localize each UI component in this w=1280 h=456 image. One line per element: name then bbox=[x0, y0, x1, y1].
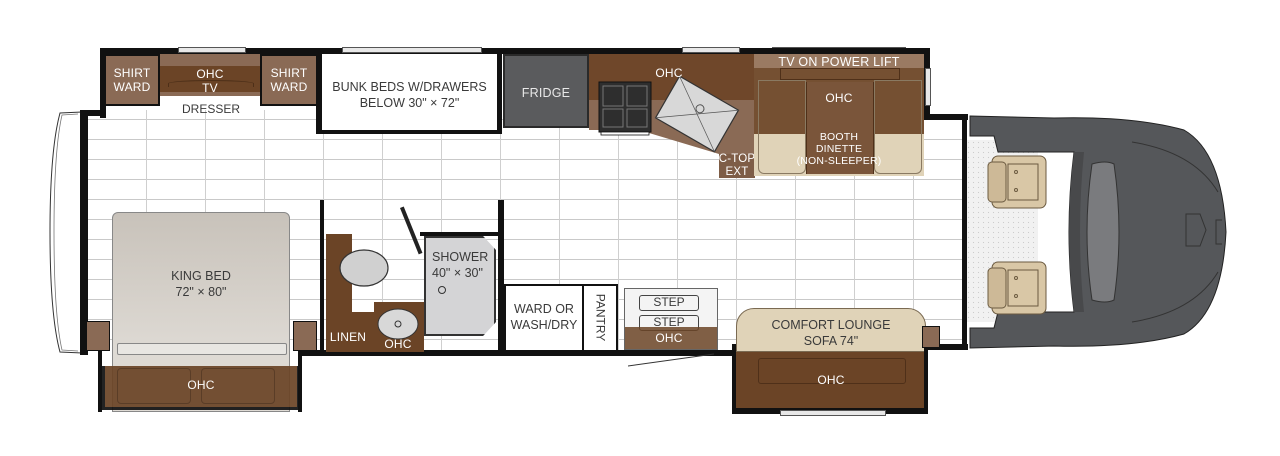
rear-cap bbox=[48, 110, 88, 355]
sofa-line2: SOFA 74" bbox=[803, 334, 859, 348]
ctop-ext-label-2: EXT bbox=[725, 166, 749, 178]
fridge[interactable]: FRIDGE bbox=[503, 54, 589, 128]
linen-label: LINEN bbox=[329, 330, 367, 344]
step-1-label: STEP bbox=[653, 295, 685, 309]
bath-ohc-label: OHC bbox=[384, 337, 412, 351]
front-bottom-wall bbox=[924, 344, 968, 350]
window[interactable] bbox=[342, 47, 482, 53]
bed-ohc-label: OHC bbox=[187, 378, 215, 392]
window[interactable] bbox=[178, 47, 246, 53]
window[interactable] bbox=[925, 68, 931, 106]
top-wall-step bbox=[80, 110, 106, 116]
front-top-step bbox=[924, 114, 968, 120]
king-bed-size: 72" × 80" bbox=[175, 285, 227, 299]
sofa-line1: COMFORT LOUNGE bbox=[771, 318, 891, 332]
dresser-label: DRESSER bbox=[181, 102, 240, 116]
pantry-label: PANTRY bbox=[593, 293, 608, 342]
toilet-area: LINEN OHC bbox=[324, 232, 424, 352]
dinette-line1: BOOTH bbox=[819, 131, 859, 143]
bunk-line2: BELOW 30" × 72" bbox=[359, 96, 460, 110]
ward-line2: WASH/DRY bbox=[510, 318, 578, 332]
sofa-slide-wall-right bbox=[924, 344, 928, 414]
step-1[interactable] bbox=[639, 295, 699, 311]
tv-lift-label: TV ON POWER LIFT bbox=[778, 55, 900, 69]
dinette-table bbox=[806, 82, 874, 174]
entry-door-swing[interactable] bbox=[628, 352, 714, 368]
dresser-ohc-tv[interactable]: OHC TV bbox=[160, 54, 260, 96]
ward-line1: WARD OR bbox=[514, 302, 574, 316]
dinette-line2: DINETTE bbox=[815, 143, 863, 155]
bunk-line1: BUNK BEDS W/DRAWERS bbox=[332, 80, 487, 94]
bunk-beds[interactable]: BUNK BEDS W/DRAWERS BELOW 30" × 72" bbox=[316, 54, 502, 134]
bath-wall-left bbox=[320, 200, 324, 352]
shower-label: SHOWER bbox=[432, 250, 489, 264]
ward-or-wash-dry[interactable]: WARD OR WASH/DRY bbox=[504, 284, 584, 352]
dinette-ohc-label: OHC bbox=[825, 91, 853, 105]
pantry[interactable]: PANTRY bbox=[582, 284, 618, 352]
shower-wall-top bbox=[420, 232, 502, 236]
kitchen-ohc-label: OHC bbox=[655, 66, 683, 80]
ohc-tv-label: OHC TV bbox=[196, 67, 224, 95]
rear-wall bbox=[80, 110, 88, 355]
comfort-lounge-sofa[interactable]: COMFORT LOUNGE SOFA 74" OHC bbox=[736, 308, 926, 416]
bottom-wall bbox=[300, 350, 738, 356]
window[interactable] bbox=[780, 410, 886, 416]
fridge-label: FRIDGE bbox=[521, 86, 571, 100]
top-wall-rear bbox=[100, 48, 930, 54]
shirt-ward-left-label: SHIRT WARD bbox=[113, 66, 151, 94]
step-2-label: STEP bbox=[653, 315, 685, 329]
sofa-slide-wall-left bbox=[732, 344, 736, 414]
sofa-ohc-label: OHC bbox=[817, 373, 845, 387]
entry-steps[interactable]: STEP STEP OHC bbox=[624, 288, 718, 350]
shower-size: 40" × 30" bbox=[432, 266, 483, 280]
nightstand-left[interactable] bbox=[86, 321, 110, 351]
shower[interactable]: SHOWER 40" × 30" bbox=[424, 236, 496, 336]
nightstand-right[interactable] bbox=[293, 321, 317, 351]
booth-dinette[interactable]: TV ON POWER LIFT OHC BOOTH DINETTE (NON-… bbox=[754, 54, 924, 176]
shirt-wardrobe-right[interactable]: SHIRT WARD bbox=[260, 54, 318, 106]
shower-drain-icon bbox=[438, 286, 446, 294]
slide-wall-top bbox=[754, 48, 930, 54]
top-wall-left-drop bbox=[100, 48, 106, 118]
ctop-ext-label-1: C-TOP bbox=[718, 153, 756, 165]
driver-seat[interactable] bbox=[986, 256, 1048, 318]
king-bed-label: KING BED bbox=[171, 269, 231, 283]
vehicle-cab bbox=[964, 112, 1234, 352]
bed-slide-wall-right bbox=[298, 350, 302, 412]
dinette-line3: (NON-SLEEPER) bbox=[796, 155, 882, 167]
entry-ohc-label: OHC bbox=[655, 331, 683, 345]
bath-wall-right bbox=[498, 200, 504, 352]
kitchen-counter: OHC C-TOP EXT bbox=[589, 54, 755, 178]
passenger-seat[interactable] bbox=[986, 150, 1048, 212]
bed-slide-ohc: OHC bbox=[102, 366, 300, 410]
cab-divider bbox=[962, 116, 967, 348]
window[interactable] bbox=[682, 47, 740, 53]
bed-foot-panel bbox=[117, 343, 287, 355]
side-table[interactable] bbox=[922, 326, 940, 348]
shirt-ward-right-label: SHIRT WARD bbox=[270, 66, 308, 94]
shirt-wardrobe-left[interactable]: SHIRT WARD bbox=[104, 54, 160, 106]
bed-slide-wall-left bbox=[98, 350, 102, 412]
